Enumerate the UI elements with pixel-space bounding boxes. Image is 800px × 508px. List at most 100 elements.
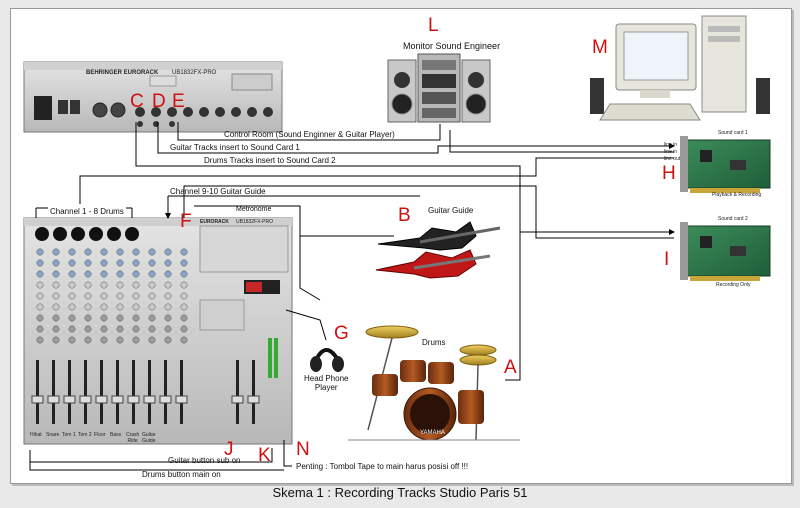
mixer-knob [52,325,60,333]
mixer-knob [84,292,92,300]
mixer-knob [132,303,140,311]
fader-knob [95,395,108,404]
fader-slot [52,360,55,424]
mixer-knob [84,259,92,267]
mixer-knob [116,336,124,344]
channel-label: Bass [110,432,122,438]
mixer-knob [68,248,76,256]
mixer-knob [148,314,156,322]
marker-n: N [296,439,310,460]
control-room-label: Control Room (Sound Enginner & Guitar Pl… [224,130,395,139]
mixer-knob [180,281,188,289]
marker-d: D [152,91,166,112]
mixer-knob [116,292,124,300]
mixer-knob [116,325,124,333]
drums-button-label: Drums button main on [142,470,221,479]
main-mixer-brand: EURORACK [200,219,229,225]
mixer-knob [52,303,60,311]
mixer-knob [132,325,140,333]
fader-knob [159,395,172,404]
channel-label: Hihat [30,432,42,438]
channel-label: Floor [94,432,106,438]
drum-kit [348,325,520,441]
mixer-knob [132,281,140,289]
mixer-knob [100,336,108,344]
mixer-knob [84,303,92,311]
mixer-knob [68,303,76,311]
fader-slot [236,360,239,424]
top-mixer-brand: BEHRINGER EURORACK [86,70,159,76]
fader-slot [148,360,151,424]
mixer-knob [148,248,156,256]
mixer-knob [68,281,76,289]
mixer-knob [148,281,156,289]
mixer-knob [116,270,124,278]
channel-label: Tom 1 [62,432,76,438]
mixer-knob [36,325,44,333]
channel-label: Crash Ride [126,432,140,444]
fader-knob [31,395,44,404]
fader-knob [63,395,76,404]
mixer-knob [84,314,92,322]
jack-line-in: line in [664,142,678,148]
marker-c: C [130,91,144,112]
marker-g: G [334,323,349,344]
mixer-knob [164,336,172,344]
mixer-knob [148,292,156,300]
mixer-knob [116,303,124,311]
mixer-knob [36,336,44,344]
mixer-knob [132,248,140,256]
mixer-knob [100,281,108,289]
fader-knob [79,395,92,404]
soundcard1-sub: Playback & Recording [712,192,762,198]
mixer-knob [180,325,188,333]
mixer-knob [84,281,92,289]
mixer-knob [132,270,140,278]
mixer-knob [84,270,92,278]
fader-slot [164,360,167,424]
mixer-knob [116,248,124,256]
fader-knob [127,395,140,404]
fader-knob [143,395,156,404]
computer [590,15,770,121]
mixer-knob [100,303,108,311]
mixer-knob [164,314,172,322]
mixer-knob [68,336,76,344]
mixer-knob [148,336,156,344]
main-mixer [23,217,293,445]
mixer-knob [52,314,60,322]
guitar-button-label: Guitar button sub on [168,456,241,465]
mixer-knob [52,259,60,267]
top-mixer-model: UB1832FX-PRO [172,70,217,76]
diagram-caption: Skema 1 : Recording Tracks Studio Paris … [272,485,528,500]
penting-label: Penting : Tombol Tape to main harus posi… [296,462,469,471]
mixer-knob [164,281,172,289]
marker-k: K [258,445,271,466]
fader-slot [116,360,119,424]
mixer-knob [100,325,108,333]
mixer-knob [132,336,140,344]
mixer-knob [180,303,188,311]
drum-brand-label: YAMAHA [420,430,445,436]
fader-slot [100,360,103,424]
mixer-knob [68,259,76,267]
mixer-knob [36,292,44,300]
fader-knob [175,395,188,404]
mixer-knob [180,270,188,278]
marker-h: H [662,163,676,184]
mixer-knob [180,314,188,322]
mixer-knob [132,314,140,322]
mixer-knob [132,292,140,300]
headphone-label: Head Phone Player [304,374,349,392]
marker-i: I [664,249,670,270]
mixer-knob [100,248,108,256]
marker-a: A [504,357,517,378]
mixer-knob [164,259,172,267]
mixer-knob [68,270,76,278]
guitar-guide-label: Guitar Guide [428,206,474,215]
soundcard-1 [680,136,771,193]
mixer-knob [52,292,60,300]
monitor-label: Monitor Sound Engineer [403,41,501,51]
